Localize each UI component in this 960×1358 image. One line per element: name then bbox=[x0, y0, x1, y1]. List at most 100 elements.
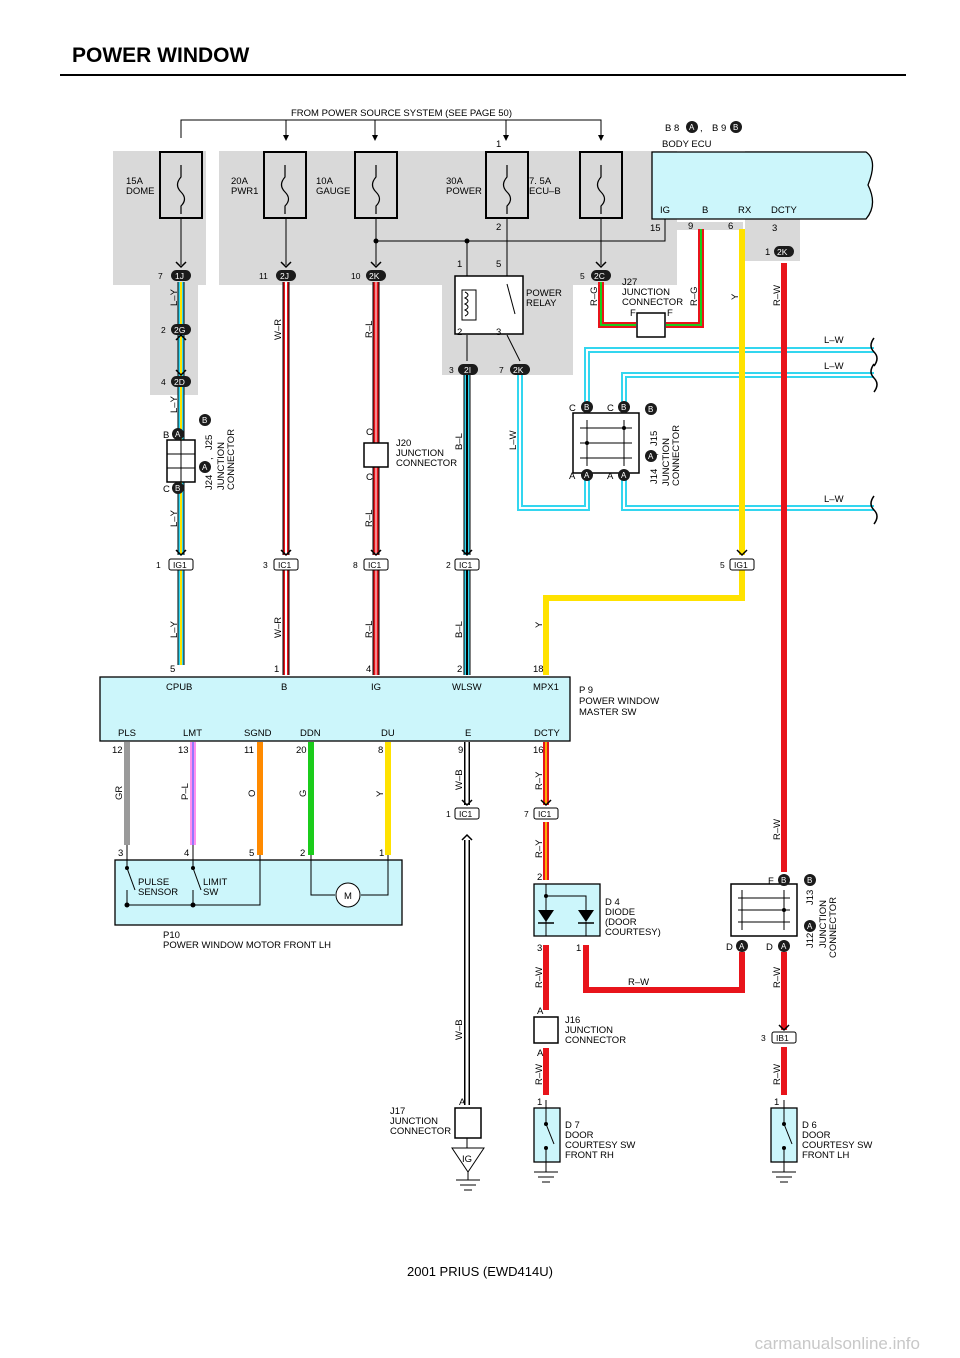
svg-text:J15: J15 bbox=[649, 431, 660, 446]
svg-text:2K: 2K bbox=[777, 247, 788, 257]
footer: 2001 PRIUS (EWD414U) bbox=[407, 1264, 553, 1279]
svg-text:P 9: P 9 bbox=[579, 685, 593, 696]
svg-text:R–W: R–W bbox=[772, 285, 783, 306]
svg-text:J16: J16 bbox=[565, 1015, 580, 1026]
svg-text:JUNCTION: JUNCTION bbox=[622, 287, 670, 298]
source-bus bbox=[180, 119, 604, 141]
page-title: POWER WINDOW bbox=[72, 44, 250, 67]
svg-text:R–W: R–W bbox=[534, 1064, 545, 1085]
svg-text:B: B bbox=[202, 416, 207, 425]
svg-text:A: A bbox=[537, 1048, 544, 1059]
svg-text:DCTY: DCTY bbox=[534, 728, 561, 739]
svg-text:8: 8 bbox=[378, 745, 383, 756]
svg-text:IC1: IC1 bbox=[278, 560, 292, 570]
svg-text:G: G bbox=[298, 790, 309, 797]
svg-text:L–W: L–W bbox=[824, 335, 844, 346]
svg-text:IB1: IB1 bbox=[776, 1033, 789, 1043]
svg-text:3: 3 bbox=[761, 1033, 766, 1043]
svg-text:IG: IG bbox=[371, 682, 381, 693]
svg-text:,: , bbox=[700, 123, 703, 134]
svg-text:1: 1 bbox=[576, 943, 581, 954]
svg-text:5: 5 bbox=[496, 259, 501, 270]
svg-text:1: 1 bbox=[765, 247, 770, 258]
svg-text:A: A bbox=[459, 1097, 466, 1108]
svg-text:B 8: B 8 bbox=[665, 123, 679, 134]
svg-text:PLS: PLS bbox=[118, 728, 136, 739]
svg-text:J24: J24 bbox=[204, 475, 215, 490]
svg-text:3: 3 bbox=[263, 560, 268, 570]
svg-text:JUNCTION: JUNCTION bbox=[390, 1116, 438, 1127]
svg-text:JUNCTION: JUNCTION bbox=[396, 448, 444, 459]
svg-text:4: 4 bbox=[161, 377, 166, 387]
svg-text:3: 3 bbox=[449, 365, 454, 375]
svg-text:IC1: IC1 bbox=[459, 809, 473, 819]
svg-text:9: 9 bbox=[688, 221, 693, 232]
svg-text:2I: 2I bbox=[464, 365, 471, 375]
svg-text:IG: IG bbox=[660, 205, 670, 216]
svg-text:GAUGE: GAUGE bbox=[316, 186, 350, 197]
svg-text:10A: 10A bbox=[316, 176, 334, 187]
j14-j15-connector: C B C B A A A A J14 , J15 JUNCTION CONNE… bbox=[569, 401, 682, 486]
svg-text:2G: 2G bbox=[174, 325, 185, 335]
source-label: FROM POWER SOURCE SYSTEM (SEE PAGE 50) bbox=[291, 108, 512, 119]
svg-text:R–W: R–W bbox=[772, 1064, 783, 1085]
svg-text:R–L: R–L bbox=[364, 321, 375, 338]
svg-text:COURTESY): COURTESY) bbox=[605, 927, 661, 938]
svg-text:1: 1 bbox=[446, 809, 451, 819]
body-ecu: B 8 A , B 9 B BODY ECU IG B RX DCTY 15 9… bbox=[650, 121, 874, 258]
svg-text:IG1: IG1 bbox=[734, 560, 748, 570]
svg-text:CONNECTOR: CONNECTOR bbox=[622, 297, 683, 308]
svg-text:2: 2 bbox=[457, 327, 462, 338]
svg-text:E: E bbox=[465, 728, 471, 739]
svg-text:2: 2 bbox=[496, 222, 501, 233]
svg-text:3: 3 bbox=[537, 943, 542, 954]
svg-text:6: 6 bbox=[728, 221, 733, 232]
svg-text:4: 4 bbox=[366, 664, 371, 675]
svg-text:L–W: L–W bbox=[508, 430, 519, 450]
svg-text:5: 5 bbox=[249, 848, 254, 859]
svg-text:A: A bbox=[689, 123, 695, 132]
svg-text:RELAY: RELAY bbox=[526, 298, 557, 309]
svg-text:W–B: W–B bbox=[454, 769, 465, 790]
svg-text:R–W: R–W bbox=[772, 819, 783, 840]
svg-text:FRONT LH: FRONT LH bbox=[802, 1150, 849, 1161]
svg-text:2: 2 bbox=[300, 848, 305, 859]
svg-text:W–R: W–R bbox=[273, 617, 284, 638]
svg-text:L–W: L–W bbox=[824, 361, 844, 372]
svg-text:FRONT RH: FRONT RH bbox=[565, 1150, 614, 1161]
power-relay: POWER RELAY 1 5 2 3 bbox=[454, 259, 562, 338]
svg-text:DU: DU bbox=[381, 728, 395, 739]
svg-text:1: 1 bbox=[274, 664, 279, 675]
j16-connector: A A J16 JUNCTION CONNECTOR bbox=[533, 1006, 626, 1059]
svg-text:D: D bbox=[766, 942, 773, 953]
svg-text:SENSOR: SENSOR bbox=[138, 887, 178, 898]
j24-j25-connector: B A C B J24 , J25 JUNCTION CONNECTOR A B bbox=[163, 414, 237, 495]
svg-text:B: B bbox=[584, 403, 589, 412]
svg-text:Y: Y bbox=[534, 621, 545, 628]
svg-text:8: 8 bbox=[353, 560, 358, 570]
svg-text:12: 12 bbox=[112, 745, 123, 756]
svg-text:R–G: R–G bbox=[689, 286, 700, 306]
svg-text:ECU–B: ECU–B bbox=[529, 186, 561, 197]
svg-text:B: B bbox=[621, 403, 626, 412]
svg-text:15A: 15A bbox=[126, 176, 144, 187]
svg-text:W–R: W–R bbox=[273, 319, 284, 340]
svg-text:LIMIT: LIMIT bbox=[203, 877, 227, 888]
svg-text:3: 3 bbox=[496, 327, 501, 338]
wire-breaks bbox=[870, 337, 878, 525]
svg-text:CONNECTOR: CONNECTOR bbox=[565, 1035, 626, 1046]
svg-text:C: C bbox=[163, 484, 170, 495]
svg-text:11: 11 bbox=[259, 271, 268, 281]
svg-text:2K: 2K bbox=[369, 271, 380, 281]
svg-text:B: B bbox=[781, 876, 786, 885]
colored-wires bbox=[124, 229, 874, 1105]
watermark: carmanualsonline.info bbox=[754, 1334, 920, 1353]
svg-text:18: 18 bbox=[533, 664, 544, 675]
svg-text:MPX1: MPX1 bbox=[533, 682, 559, 693]
svg-text:JUNCTION: JUNCTION bbox=[661, 438, 672, 486]
svg-text:7: 7 bbox=[499, 365, 504, 375]
svg-text:C: C bbox=[607, 403, 614, 414]
svg-text:R–W: R–W bbox=[628, 977, 649, 988]
svg-text:WLSW: WLSW bbox=[452, 682, 482, 693]
